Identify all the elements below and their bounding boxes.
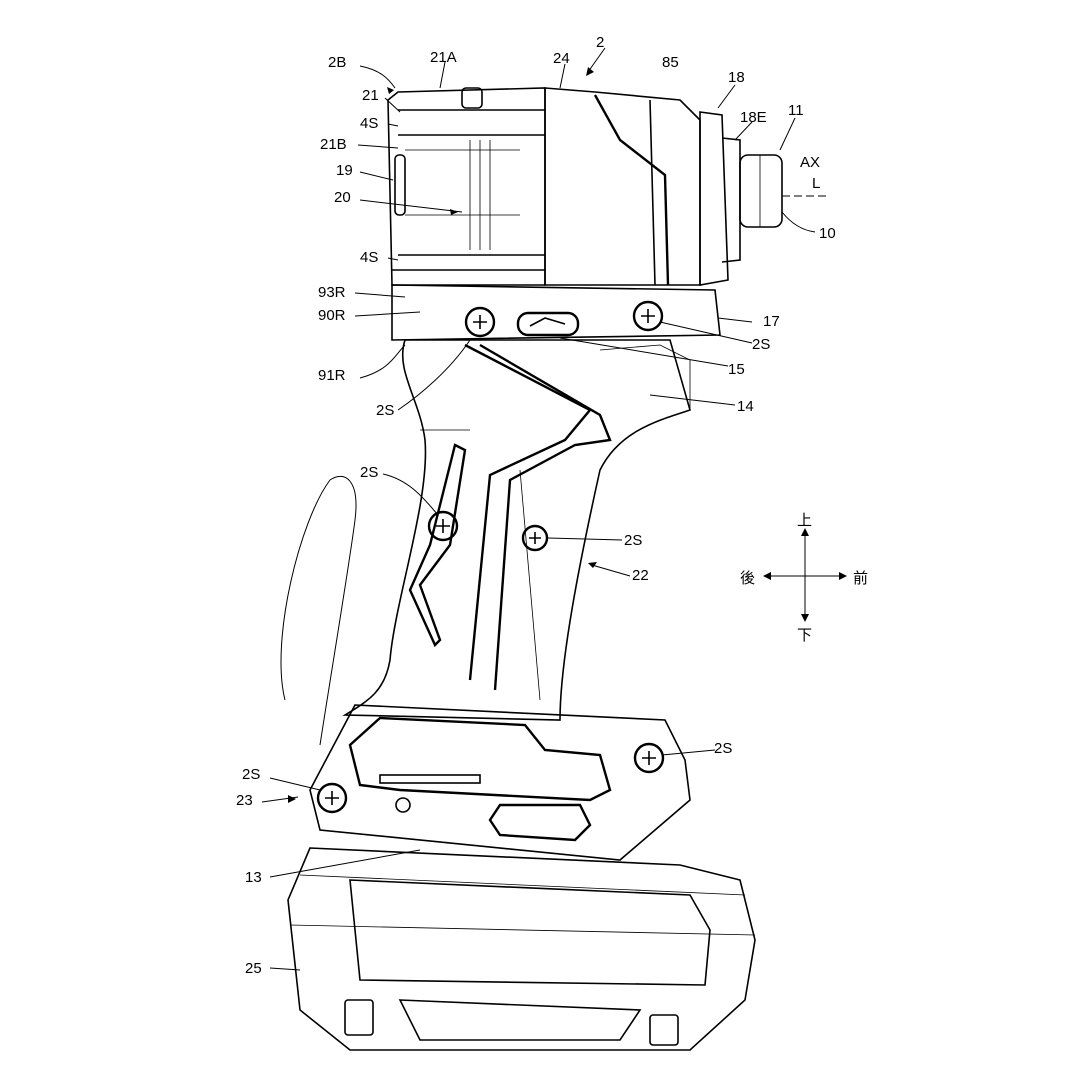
label-14: 14 <box>737 398 754 415</box>
label-19: 19 <box>336 162 353 179</box>
grip-handle <box>342 339 691 721</box>
battery-mount <box>280 475 691 861</box>
screw <box>521 524 549 552</box>
label-91R: 91R <box>318 367 346 384</box>
direction-down: 下 <box>797 626 812 644</box>
label-13: 13 <box>245 869 262 886</box>
label-93R: 93R <box>318 284 346 301</box>
label-22: 22 <box>632 567 649 584</box>
label-2B: 2B <box>328 54 346 71</box>
label-4S: 4S <box>360 249 378 266</box>
label-90R: 90R <box>318 307 346 324</box>
label-2S: 2S <box>714 740 732 757</box>
screws <box>316 300 665 814</box>
label-AX: AX <box>800 154 820 171</box>
direction-up: 上 <box>797 511 812 529</box>
label-20: 20 <box>334 189 351 206</box>
battery-pack <box>287 847 756 1051</box>
front-cap <box>699 111 830 286</box>
lower-frame <box>391 284 721 341</box>
label-18: 18 <box>728 69 745 86</box>
label-2S: 2S <box>360 464 378 481</box>
label-18E: 18E <box>740 109 767 126</box>
screw <box>632 300 664 332</box>
label-21A: 21A <box>430 49 457 66</box>
label-24: 24 <box>553 50 570 67</box>
label-17: 17 <box>763 313 780 330</box>
leader-lines <box>261 47 816 971</box>
direction-indicator: 上 下 後 前 <box>740 511 868 644</box>
label-11: 11 <box>788 102 804 119</box>
label-2S: 2S <box>376 402 394 419</box>
reference-labels: 2B 21A 24 2 85 18 18E 11 AX L 10 21 4S 2… <box>236 34 836 977</box>
label-2S: 2S <box>242 766 260 783</box>
label-85: 85 <box>662 54 679 71</box>
label-L: L <box>812 175 820 192</box>
label-2: 2 <box>596 34 604 51</box>
label-2S: 2S <box>624 532 642 549</box>
direction-front: 前 <box>853 569 868 587</box>
label-21: 21 <box>362 87 379 104</box>
direction-rear: 後 <box>740 569 755 587</box>
arrowheads <box>288 67 597 803</box>
screw <box>464 306 496 338</box>
label-4S: 4S <box>360 115 378 132</box>
screw <box>427 510 459 542</box>
label-10: 10 <box>819 225 836 242</box>
label-21B: 21B <box>320 136 347 153</box>
label-15: 15 <box>728 361 745 378</box>
rear-cover <box>387 87 546 286</box>
hammer-case <box>544 87 701 286</box>
label-25: 25 <box>245 960 262 977</box>
screw <box>633 742 665 774</box>
label-2S: 2S <box>752 336 770 353</box>
screw <box>316 782 348 814</box>
label-23: 23 <box>236 792 253 809</box>
